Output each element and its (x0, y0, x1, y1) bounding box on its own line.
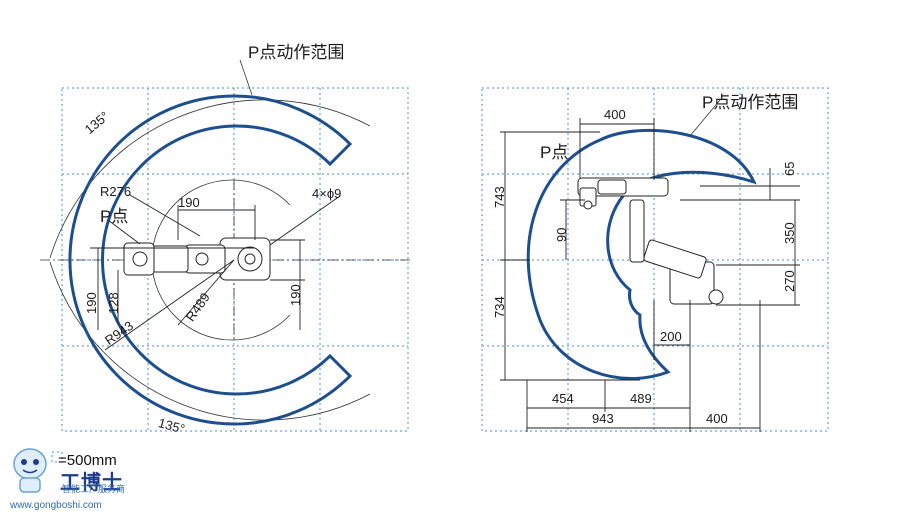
right-p-point-label: P点 (540, 143, 568, 162)
right-dim-743: 743 (492, 186, 507, 208)
grid-scale-square (51, 451, 63, 463)
watermark-logo (8, 440, 158, 520)
right-dim-200: 200 (660, 329, 682, 344)
right-dim-270: 270 (782, 270, 797, 292)
right-dim-943: 943 (592, 411, 614, 426)
right-dim-65: 65 (782, 162, 797, 176)
right-motion-range-curve (526, 128, 757, 380)
right-dimension-lines (500, 118, 800, 432)
left-motion-range-curve (68, 94, 353, 426)
brand-url: www.gongboshi.com (10, 500, 102, 511)
right-side-view: P点动作范围 P点 400 743 90 734 65 350 270 200 … (481, 87, 829, 432)
left-dim-190-right: 190 (288, 284, 303, 306)
right-dim-400-bottom: 400 (706, 411, 728, 426)
right-dim-734: 734 (492, 296, 507, 318)
right-dim-400-top: 400 (604, 107, 626, 122)
right-dim-489: 489 (630, 391, 652, 406)
right-dim-90: 90 (554, 228, 569, 242)
grid-scale-label: =500mm (58, 452, 117, 469)
right-title: P点动作范围 (702, 93, 798, 112)
left-title: P点动作范围 (248, 43, 344, 62)
left-r489-label: R489 (183, 290, 213, 324)
brand-name: 工博士 (60, 472, 123, 494)
brand-subtitle: 智能工厂服务商 (62, 484, 126, 494)
left-r276-label: R276 (100, 184, 131, 199)
mascot-icon (13, 448, 47, 493)
left-outer-angle-arc-bottom (49, 261, 371, 421)
left-dimension-lines (90, 194, 341, 351)
right-dim-350: 350 (782, 222, 797, 244)
left-angle-bottom: 135° (157, 415, 187, 436)
left-angle-top: 135° (82, 108, 112, 137)
left-robot-top-view (123, 237, 271, 281)
right-robot-side-view (577, 177, 724, 305)
left-p-point-label: P点 (100, 207, 128, 226)
left-dim-190-left: 190 (84, 292, 99, 314)
left-top-view: P点动作范围 135° 135° R276 P点 190 4×ϕ9 R489 R… (40, 43, 410, 437)
right-dim-454: 454 (552, 391, 574, 406)
left-dim-190-top: 190 (178, 195, 200, 210)
left-outer-angle-arc (49, 99, 371, 259)
left-dim-128: 128 (106, 292, 121, 314)
left-holes-label: 4×ϕ9 (312, 186, 341, 201)
